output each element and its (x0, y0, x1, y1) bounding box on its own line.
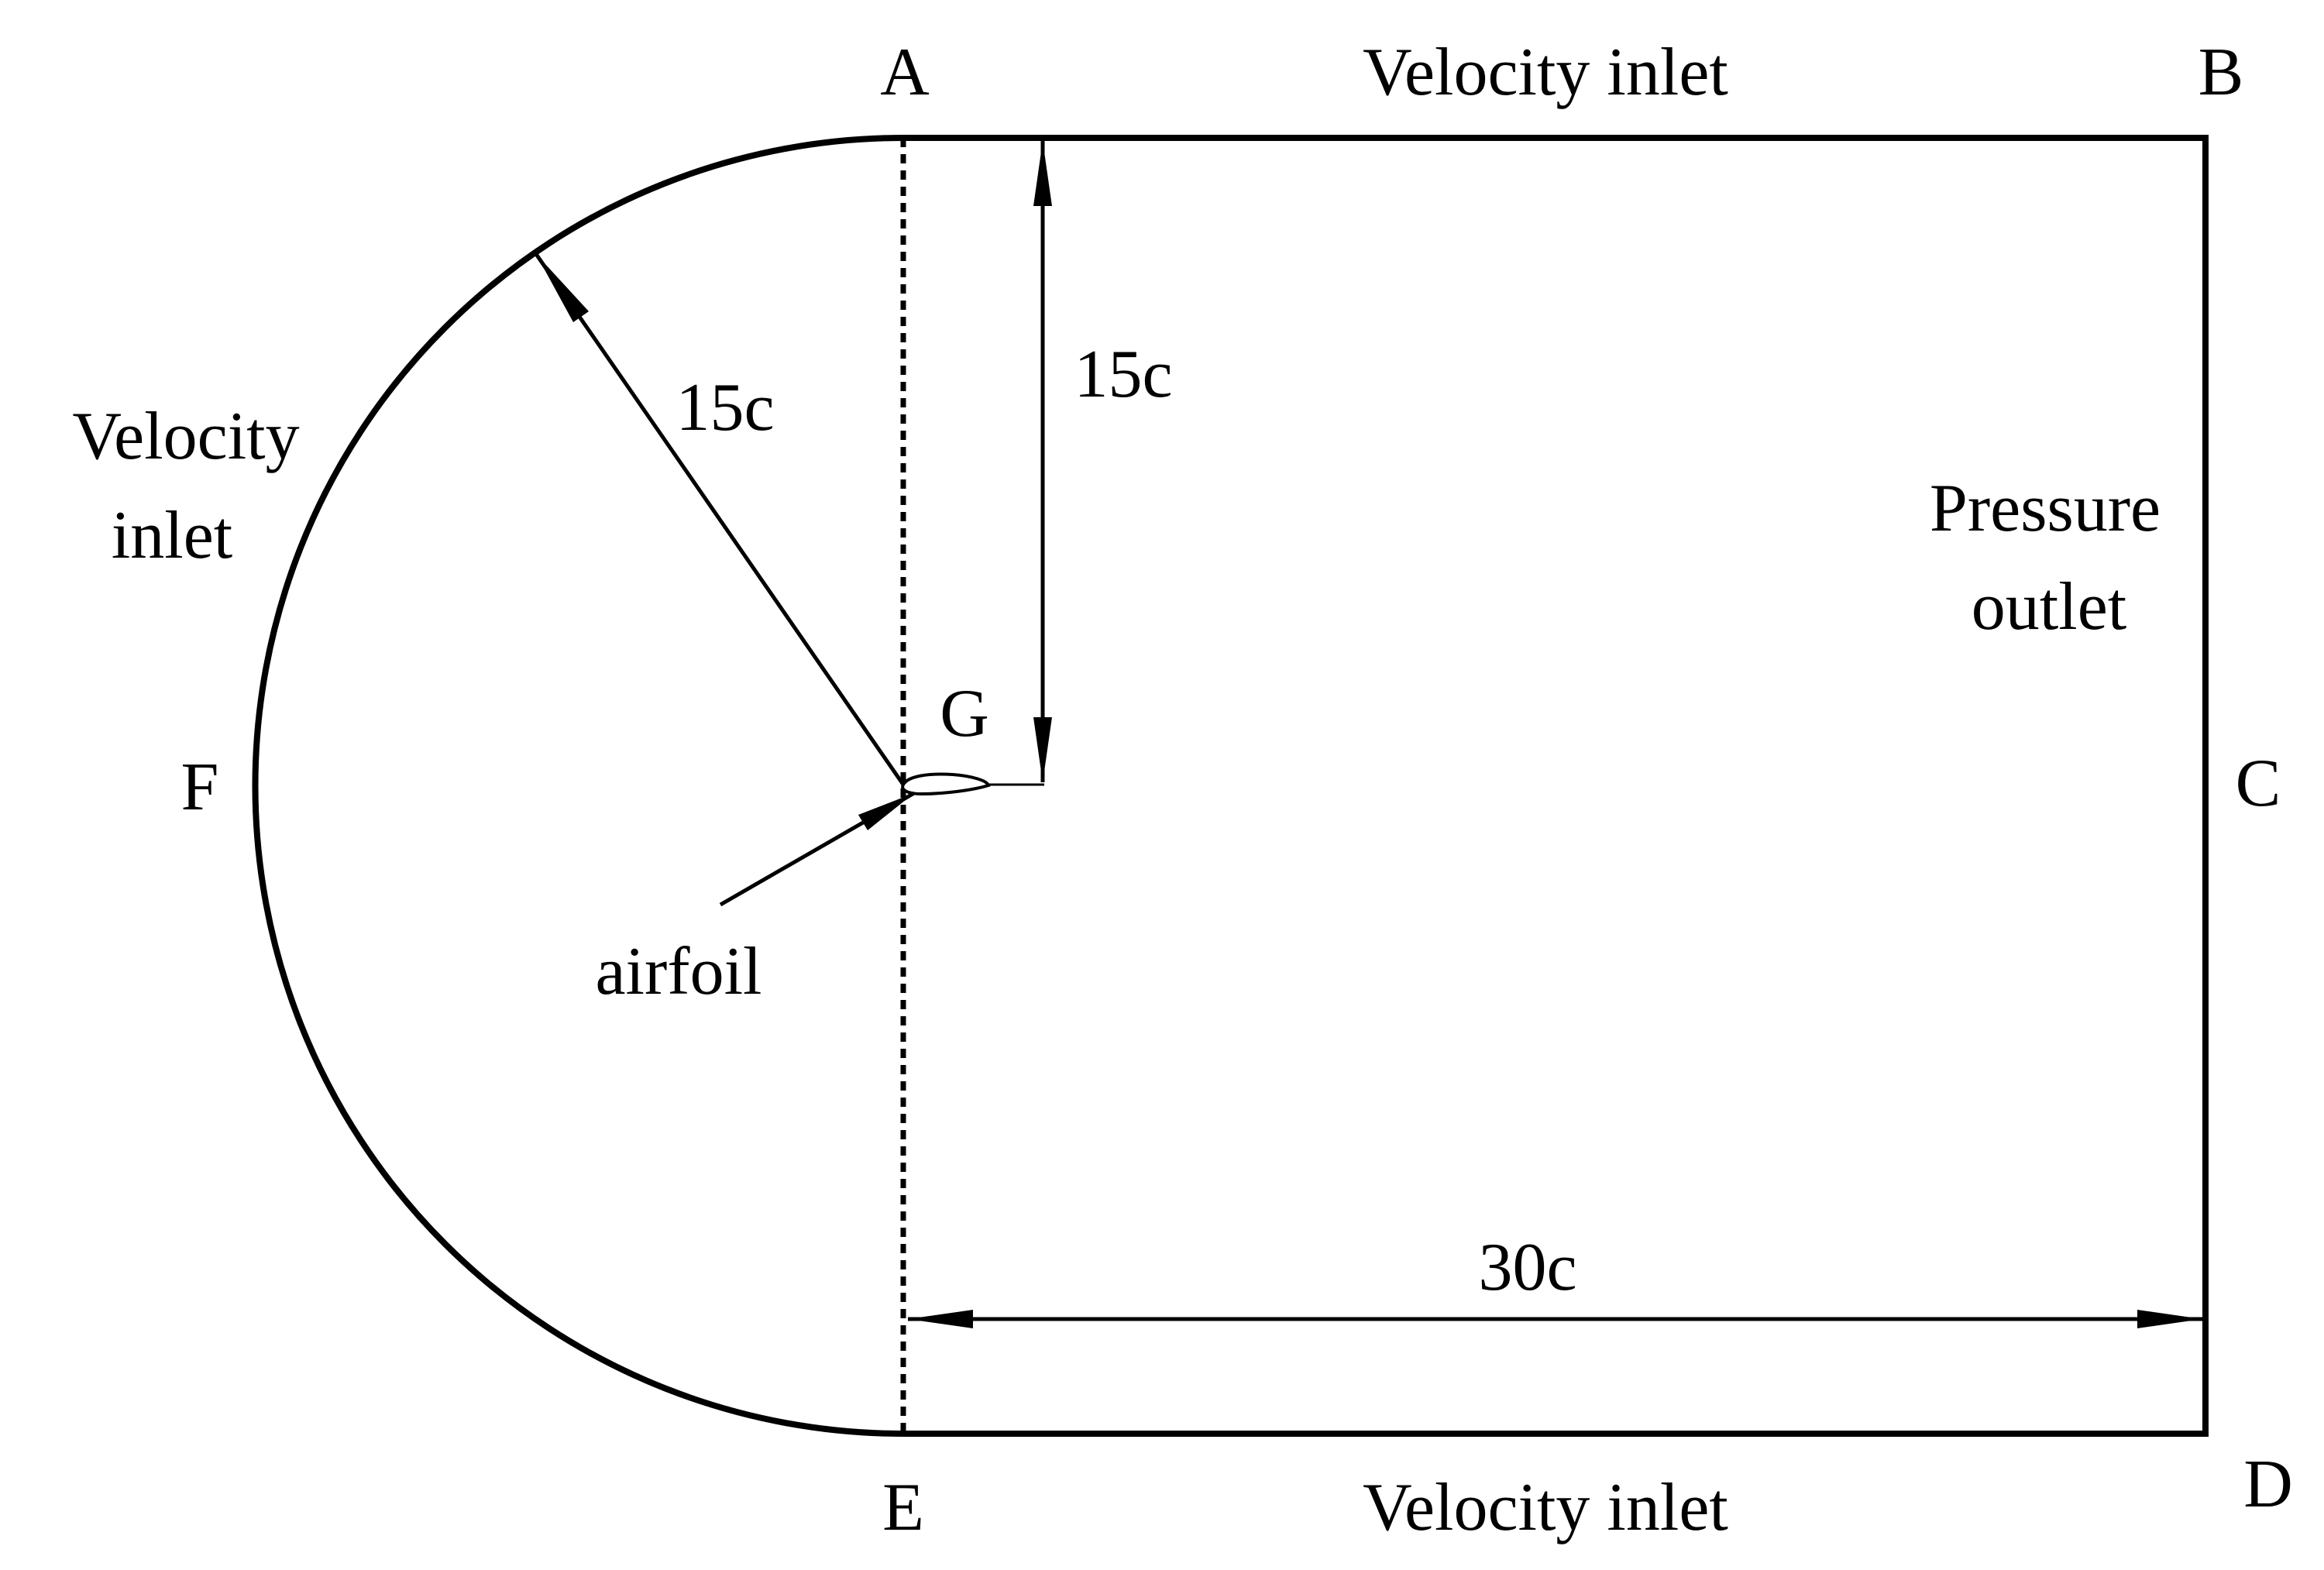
half-height-arrowhead-bottom (1033, 717, 1052, 782)
bottom-boundary-label: Velocity inlet (1363, 1470, 1728, 1545)
airfoil-annotation-label: airfoil (595, 934, 761, 1009)
radius-arrowhead (536, 254, 589, 322)
half-height-dimension-label: 15c (1074, 337, 1172, 412)
outlet-boundary-label-line2: outlet (1972, 569, 2126, 644)
point-label-f: F (181, 750, 219, 825)
half-height-arrowhead-top (1033, 141, 1052, 206)
airfoil-shape (901, 772, 991, 796)
point-label-e: E (882, 1470, 924, 1545)
length-arrowhead-right (2137, 1310, 2202, 1328)
radius-dimension-line (534, 253, 906, 786)
point-label-a: A (880, 35, 930, 110)
arc-boundary-label-line2: inlet (112, 498, 232, 573)
outlet-boundary-label-line1: Pressure (1930, 471, 2161, 546)
point-label-d: D (2243, 1447, 2293, 1522)
length-arrowhead-left (908, 1310, 973, 1328)
arc-boundary-label-line1: Velocity (72, 399, 299, 474)
domain-semicircle-arc (252, 135, 904, 1437)
point-label-g: G (940, 676, 989, 751)
point-label-b: B (2199, 35, 2244, 110)
airfoil-pointer-arrowhead (858, 793, 914, 830)
top-boundary-label: Velocity inlet (1363, 35, 1728, 110)
length-dimension-label: 30c (1478, 1230, 1576, 1305)
radius-dimension-label: 15c (676, 370, 774, 445)
domain-rectangle (903, 135, 2209, 1437)
point-label-c: C (2236, 746, 2281, 821)
